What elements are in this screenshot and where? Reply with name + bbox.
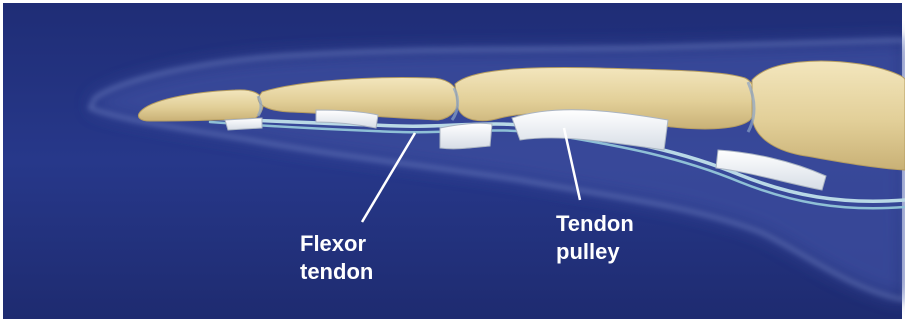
tendon-pulley-label: Tendon pulley [556,210,634,266]
tendon-pulley-label-line1: Tendon [556,210,634,238]
tendon-pulley-label-line2: pulley [556,238,634,266]
flexor-tendon-label-line1: Flexor [300,230,373,258]
flexor-tendon-label: Flexor tendon [300,230,373,286]
flexor-tendon-label-line2: tendon [300,258,373,286]
